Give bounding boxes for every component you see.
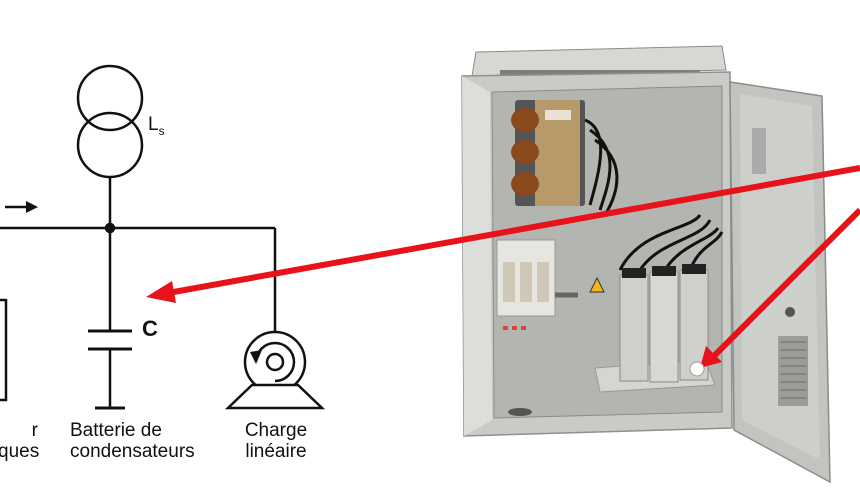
capacitor-bank-label: Batterie de condensateurs xyxy=(60,420,220,462)
capacitor-cap-2 xyxy=(652,266,676,276)
door-vent-grille xyxy=(778,336,808,406)
red-arrow-to-capacitor-line xyxy=(167,165,860,296)
reactor-coil-3 xyxy=(511,172,539,196)
motor-rotation-arc xyxy=(254,341,296,383)
cabinet-roof-vent xyxy=(471,45,727,77)
door-lock xyxy=(785,307,795,317)
left-partial-label-line1: r xyxy=(31,420,38,441)
schematic xyxy=(0,64,326,410)
compensation-cabinet-photo xyxy=(461,45,831,484)
left-equipment-box xyxy=(0,298,8,402)
terminal-red-3 xyxy=(521,326,526,330)
load-label-line1: Charge xyxy=(244,420,308,441)
transformer-label-subscript: s xyxy=(158,123,165,138)
fuse-1 xyxy=(503,262,515,302)
capacitor-can-2 xyxy=(649,271,679,383)
flow-arrow-head xyxy=(26,201,38,213)
red-pointer-arrows xyxy=(146,165,860,377)
door-document-holder xyxy=(752,128,766,174)
door-vent-slats xyxy=(780,341,806,399)
transformer-secondary-coil xyxy=(76,111,144,179)
warning-triangle-icon xyxy=(589,276,605,293)
terminal-red-1 xyxy=(503,326,508,330)
red-arrow-to-capacitor-head xyxy=(146,281,176,303)
capacitor-highlight-dot xyxy=(689,361,705,377)
red-arrow-to-cabinet-line xyxy=(707,207,860,363)
red-arrow-to-cabinet-head xyxy=(700,346,722,368)
transformer-label-main: L xyxy=(148,114,159,135)
reactor-coil-1 xyxy=(511,108,539,132)
capacitor-symbol-label: C xyxy=(142,316,158,341)
capacitor-cap-3 xyxy=(682,264,706,274)
reactor-cables xyxy=(584,118,619,216)
load-label: Charge linéaire xyxy=(228,420,324,462)
capacitor-can-1 xyxy=(619,274,649,382)
cabinet-side-panel xyxy=(462,76,492,436)
reactor-label xyxy=(545,110,571,120)
motor-rotation-arrow xyxy=(250,350,262,364)
motor-outer-circle xyxy=(243,330,307,394)
capacitor-cap-1 xyxy=(622,268,646,278)
transformer-label: Ls xyxy=(148,114,165,138)
left-partial-label: r ques xyxy=(0,420,40,462)
reactor-coil-2 xyxy=(511,140,539,164)
fuse-2 xyxy=(520,262,532,302)
capacitor-bank-label-line2: condensateurs xyxy=(70,441,195,462)
load-label-line2: linéaire xyxy=(245,441,307,462)
terminal-red-2 xyxy=(512,326,517,330)
capacitor-cables xyxy=(618,213,724,271)
motor-base xyxy=(224,383,326,410)
capacitor-bank-label-line1: Batterie de xyxy=(70,420,162,441)
cable-entry-hole xyxy=(508,408,532,416)
fuse-3 xyxy=(537,262,549,302)
left-partial-label-line2: ques xyxy=(0,441,40,462)
transformer-primary-coil xyxy=(76,64,144,132)
motor-inner-circle xyxy=(265,352,285,372)
